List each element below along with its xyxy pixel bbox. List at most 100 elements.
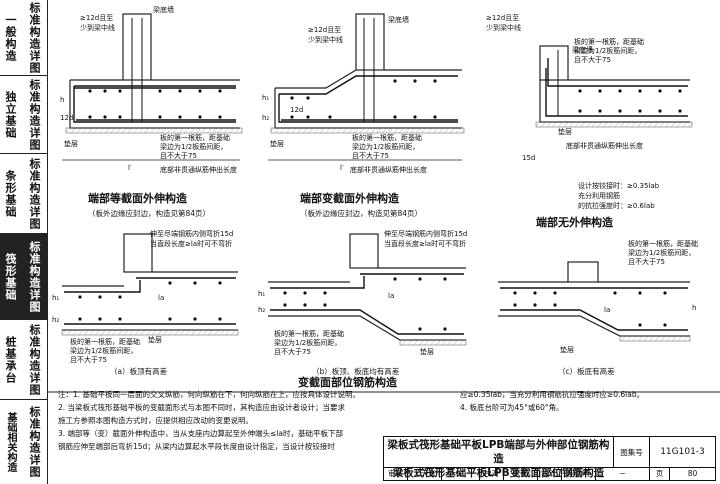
section-caption: 变截面部位钢筋构造 — [298, 375, 398, 389]
bottom-rebar — [500, 309, 688, 331]
annotation-spacing: 梁边为1/2板筋间距， — [352, 142, 419, 151]
rebar-dots — [283, 277, 447, 331]
annotation-max: 且不大于75 — [352, 151, 389, 160]
sidebar-item-raft[interactable]: 筏形基础 标准构造详图 — [0, 234, 48, 320]
pad-label: 垫层 — [148, 335, 162, 344]
dim-lprime: l′ — [340, 164, 344, 172]
slab-outline — [69, 80, 240, 129]
anchor-note-2: 少到梁中线 — [308, 35, 343, 44]
beam-stub — [355, 13, 385, 71]
anchor-note-2: 少到梁中线 — [80, 23, 115, 32]
sidebar-text: 一般构造 — [4, 13, 17, 62]
note-line: 注：1. 基础平板同一层面的交叉纵筋，何向纵筋在下，何向纵筋在上，应按具体设计说… — [58, 390, 361, 399]
atlas-number: 11G101-3 — [660, 447, 705, 457]
sidebar-item-pile-cap[interactable]: 桩基承台 标准构造详图 — [0, 320, 48, 400]
annotation-extension: 底部非贯通纵筋伸出长度 — [160, 165, 237, 174]
annotation-spacing: 梁边为1/2板筋间距， — [628, 248, 695, 257]
sidebar-item-general[interactable]: 一般构造 标准构造详图 — [0, 0, 48, 76]
drawing-canvas: l′ h 12d 梁底墙 ≥12d且至 少到梁中线 板的第一根筋，距基础 梁边为… — [48, 5, 720, 393]
beam-label: 梁底墙 — [388, 15, 409, 24]
sidebar-col-2: 标准构造详图 — [20, 76, 48, 153]
bottom-rebar — [278, 94, 458, 123]
top-note-1: 伸至尽端钢筋内侧弯折15d — [384, 229, 467, 238]
sidebar-text: 条形基础 — [4, 169, 17, 218]
bottom-rebar — [270, 309, 464, 335]
annotation-first-bar: 板的第一根筋，距基础 — [160, 133, 230, 142]
rebar-dots — [578, 89, 682, 113]
dim-h: h — [60, 96, 64, 104]
sidebar-item-related[interactable]: 基础相关构造 标准构造详图 — [0, 400, 48, 484]
dim-la: la — [604, 306, 610, 314]
sidebar-col-1: 一般构造 — [0, 0, 20, 75]
top-note-2: 当直段长度≥la时可不弯折 — [150, 239, 232, 248]
page-number: 80 — [687, 469, 698, 478]
figure-top-step: h₁ h₂ la 伸至尽端钢筋内侧弯折15d 当直段长度≥la时可不弯折 板的第… — [52, 229, 239, 376]
annotation-max: 且不大于75 — [70, 355, 107, 364]
slab-top-line — [275, 69, 462, 89]
top-rebar — [279, 75, 458, 95]
dim-la: la — [158, 294, 164, 302]
sidebar-col-2: 标准构造详图 — [20, 0, 48, 75]
dim-la: la — [388, 292, 394, 300]
annotation-max: 且不大于75 — [628, 257, 665, 266]
title-line-1: 梁板式筏形基础平板LPB端部与外伸部位钢筋构造 — [387, 439, 610, 465]
figure-end-equal-section: l′ h 12d 梁底墙 ≥12d且至 少到梁中线 板的第一根筋，距基础 梁边为… — [60, 5, 243, 218]
annotation-spacing: 梁边为1/2板筋间距， — [574, 46, 641, 55]
anchor-note: ≥12d且至 — [80, 14, 113, 22]
annotation-extension: 底部非贯通纵筋伸出长度 — [350, 165, 427, 174]
page-label: 页 — [650, 467, 670, 480]
beam-stub — [122, 13, 152, 81]
designer-name: 何喜明 — [562, 467, 596, 480]
note-line: 施工方参照本图构造方式时，应提供相应改动的变更说明。 — [58, 416, 253, 425]
sidebar: 一般构造 标准构造详图 独立基础 标准构造详图 条形基础 标准构造详图 筏形基础… — [0, 0, 48, 484]
sidebar-text: 标准构造详图 — [28, 78, 41, 151]
dim-h2: h₂ — [262, 114, 269, 122]
blinding-layer — [399, 339, 467, 346]
note-line: 钢筋应伸至端部后弯折15d；从梁内边算起水平段长度由设计指定，当设计按铰接时 — [58, 442, 335, 451]
note-line-right: 4. 板底台阶可为45°或60°角。 — [460, 403, 564, 412]
sidebar-item-isolated[interactable]: 独立基础 标准构造详图 — [0, 76, 48, 154]
sidebar-text: 基础相关构造 — [5, 412, 16, 472]
figure-end-variable-section: l′ h₁ h₂ 12d 梁底墙 ≥12d且至 少到梁中线 板的第一根筋，距基础… — [262, 13, 465, 218]
figure-bottom-step: h la 板的第一根筋，距基础 梁边为1/2板筋间距， 且不大于75 垫层 （c… — [498, 239, 698, 376]
dim-15d: 15d — [522, 154, 535, 162]
dim-h1: h₁ — [52, 294, 59, 302]
designer-signature: ~ — [596, 467, 650, 480]
rebar-dots — [78, 281, 222, 321]
design-note-3: 的抗拉强度时：≥0.6lab — [578, 201, 655, 210]
annotation-spacing: 梁边为1/2板筋间距， — [160, 142, 227, 151]
note-line: 3. 端部等（变）截面外伸构造中，当从支座内边算起至外伸端头≤la时，基础平板下… — [58, 429, 344, 438]
beam-stub — [349, 233, 379, 269]
rebar-dots — [88, 89, 222, 119]
sidebar-col-1: 条形基础 — [0, 154, 20, 233]
sidebar-text: 标准构造详图 — [28, 406, 41, 478]
sidebar-text: 独立基础 — [4, 90, 17, 139]
beam-rebar — [131, 18, 143, 122]
top-rebar — [74, 85, 236, 89]
pad-label: 垫层 — [64, 139, 78, 148]
pad-label: 垫层 — [558, 127, 572, 136]
dim-h: h — [692, 304, 696, 312]
top-rebar — [547, 58, 688, 87]
dim-h2: h₂ — [52, 316, 59, 324]
title-text: 梁板式筏形基础平板LPB端部与外伸部位钢筋构造 梁板式筏形基础平板LPB变截面部… — [384, 437, 614, 479]
beam-label: 梁底墙 — [572, 45, 593, 54]
blinding-layer — [270, 127, 465, 134]
annotation-first-bar: 板的第一根筋，距基础 — [628, 239, 698, 248]
figure-caption: 端部无外伸构造 — [536, 215, 614, 229]
beam-stub — [567, 261, 599, 283]
design-note-2: 充分利用钢筋 — [578, 191, 620, 200]
sidebar-text: 标准构造详图 — [28, 1, 41, 74]
anchor-note-2: 少到梁中线 — [486, 23, 521, 32]
figure-caption: （c）板底有高差 — [558, 366, 615, 376]
sidebar-text: 标准构造详图 — [28, 240, 41, 313]
annotation-first-bar: 板的第一根筋，距基础 — [352, 133, 422, 142]
pad-label: 垫层 — [270, 139, 284, 148]
sidebar-col-2: 标准构造详图 — [20, 400, 48, 484]
sidebar-text: 桩基承台 — [4, 335, 17, 384]
annotation-extension: 底部非贯通纵筋伸出长度 — [566, 141, 643, 150]
pad-label: 垫层 — [560, 345, 574, 354]
sidebar-item-strip[interactable]: 条形基础 标准构造详图 — [0, 154, 48, 234]
sidebar-text: 筏形基础 — [4, 252, 17, 301]
